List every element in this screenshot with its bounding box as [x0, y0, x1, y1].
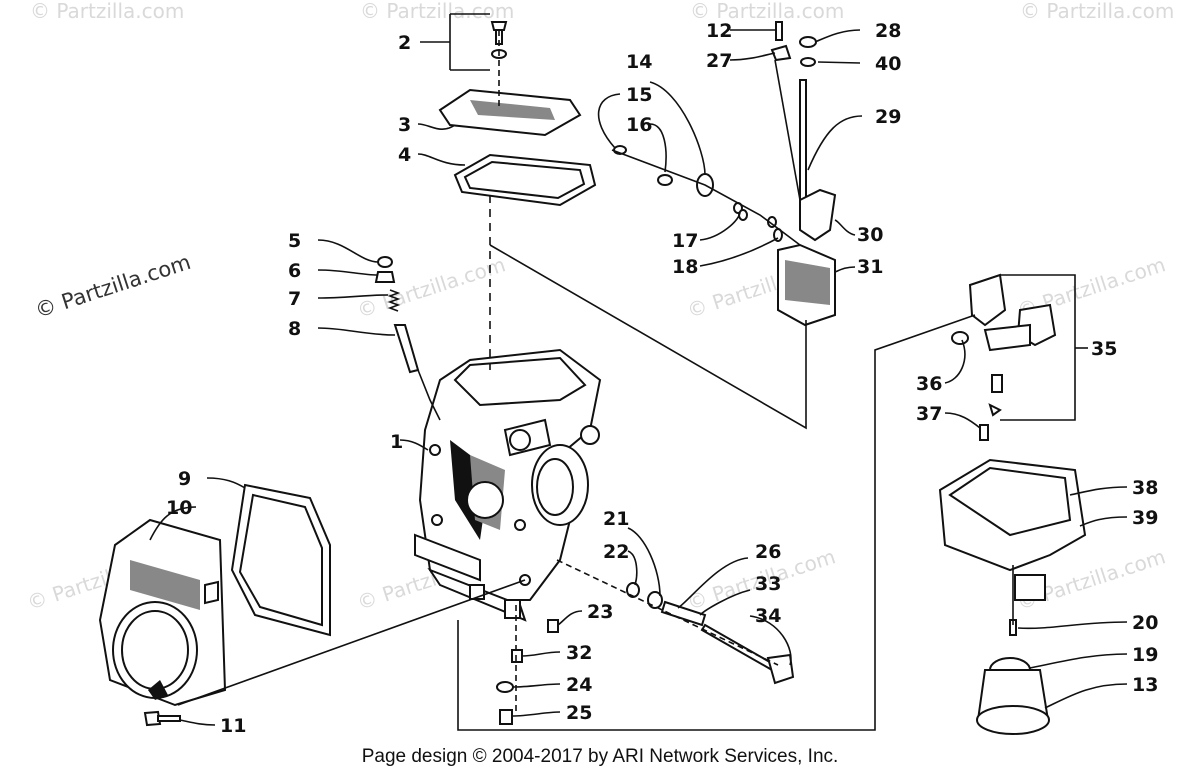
callout-14: 14	[626, 51, 652, 73]
callout-26: 26	[755, 541, 781, 563]
callout-4: 4	[398, 144, 411, 166]
callout-28: 28	[875, 20, 901, 42]
watermark: © Partzilla.com	[30, 0, 184, 23]
callout-11: 11	[220, 715, 246, 737]
callout-19: 19	[1132, 644, 1158, 666]
callout-30: 30	[857, 224, 883, 246]
watermark: © Partzilla.com	[690, 0, 844, 23]
callout-39: 39	[1132, 507, 1158, 529]
copyright-footer: Page design © 2004-2017 by ARI Network S…	[362, 746, 839, 767]
jet-parts	[496, 582, 795, 725]
callout-40: 40	[875, 53, 901, 75]
callouts: 1 2 3 4 5 6 7 8 9 10 11 12 13 14 15 16 1…	[166, 20, 1158, 737]
callout-17: 17	[672, 230, 698, 252]
callout-12: 12	[706, 20, 732, 42]
callout-13: 13	[1132, 674, 1158, 696]
callout-20: 20	[1132, 612, 1158, 634]
callout-31: 31	[857, 256, 883, 278]
carburetor-body	[414, 348, 602, 622]
callout-34: 34	[755, 605, 781, 627]
watermark: © Partzilla.com	[1020, 0, 1174, 23]
top-cover-parts	[438, 21, 597, 207]
callout-21: 21	[603, 508, 629, 530]
callout-1: 1	[390, 431, 403, 453]
callout-25: 25	[566, 702, 592, 724]
callout-18: 18	[672, 256, 698, 278]
callout-6: 6	[288, 260, 301, 282]
callout-29: 29	[875, 106, 901, 128]
callout-9: 9	[178, 468, 191, 490]
callout-27: 27	[706, 50, 732, 72]
callout-3: 3	[398, 114, 411, 136]
watermark-main: © Partzilla.com	[32, 250, 194, 323]
callout-16: 16	[626, 114, 652, 136]
callout-15: 15	[626, 84, 652, 106]
flange-parts	[98, 483, 331, 727]
float-parts	[938, 273, 1087, 735]
callout-36: 36	[916, 373, 942, 395]
callout-7: 7	[288, 288, 301, 310]
callout-35: 35	[1091, 338, 1117, 360]
watermark: © Partzilla.com	[360, 0, 514, 23]
callout-24: 24	[566, 674, 592, 696]
callout-22: 22	[603, 541, 629, 563]
callout-37: 37	[916, 403, 942, 425]
callout-33: 33	[755, 573, 781, 595]
callout-8: 8	[288, 318, 301, 340]
callout-2: 2	[398, 32, 411, 54]
callout-23: 23	[587, 601, 613, 623]
callout-5: 5	[288, 230, 301, 252]
callout-10: 10	[166, 497, 192, 519]
callout-32: 32	[566, 642, 592, 664]
throttle-parts	[613, 21, 837, 327]
callout-38: 38	[1132, 477, 1158, 499]
leader-lines	[149, 13, 1128, 731]
